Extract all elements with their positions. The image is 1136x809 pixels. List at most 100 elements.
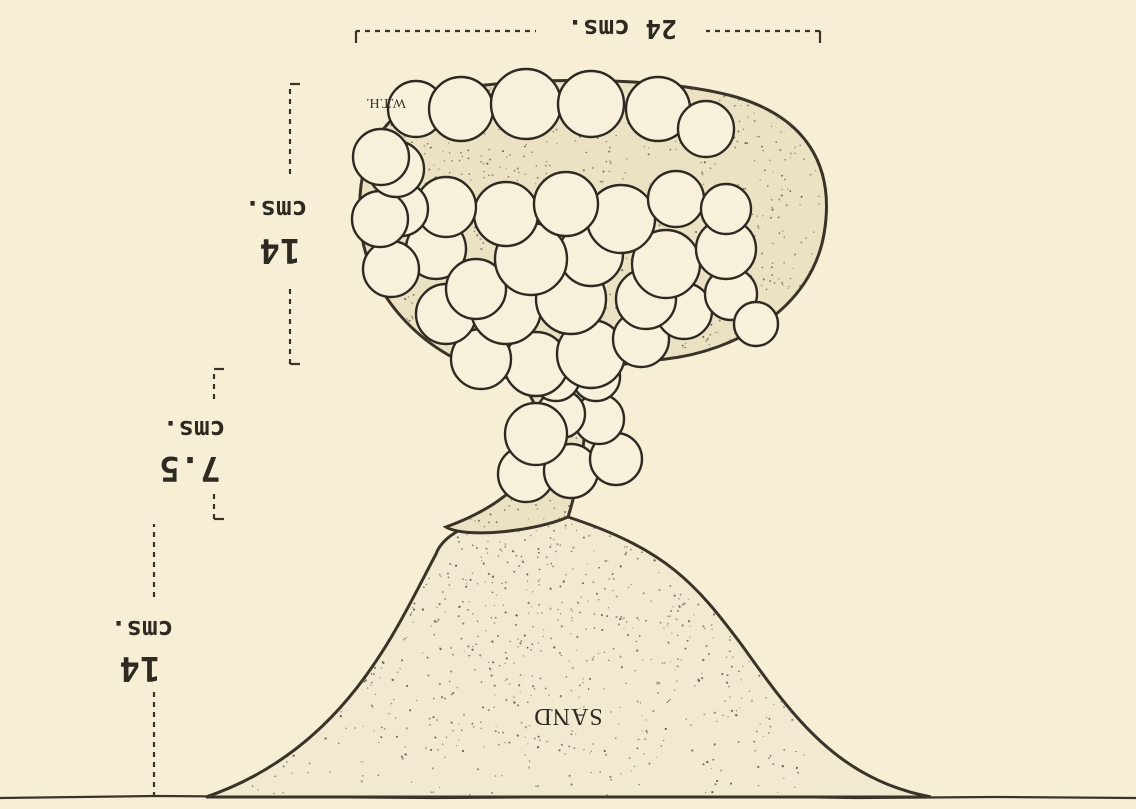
chamber-stipple-dot (715, 397, 716, 398)
chamber-stipple-dot (644, 146, 646, 148)
sand-stipple-dot (527, 701, 529, 703)
sand-stipple-dot (273, 562, 274, 563)
sand-stipple-dot (700, 524, 702, 526)
chamber-stipple-dot (432, 496, 434, 498)
chamber-stipple-dot (397, 346, 399, 348)
chamber-stipple-dot (737, 141, 739, 143)
sand-stipple-dot (411, 557, 413, 559)
sand-stipple-dot (332, 544, 334, 546)
chamber-stipple-dot (472, 465, 473, 466)
sand-stipple-dot (550, 563, 552, 565)
sand-stipple-dot (462, 750, 464, 752)
sand-stipple-dot (410, 614, 412, 616)
sand-stipple-dot (571, 730, 573, 732)
chamber-stipple-dot (480, 248, 482, 250)
sand-stipple-dot (548, 526, 550, 528)
neck-height-unit: cms. (163, 414, 226, 444)
sand-stipple-dot (525, 726, 527, 728)
sand-stipple-dot (698, 565, 700, 567)
chamber-stipple-dot (777, 460, 779, 462)
sand-stipple-dot (340, 540, 342, 542)
sand-stipple-dot (434, 620, 436, 622)
sand-stipple-dot (492, 592, 493, 593)
chamber-stipple-dot (782, 377, 784, 379)
sand-stipple-dot (273, 672, 275, 674)
chamber-stipple-dot (828, 223, 830, 225)
sand-stipple-dot (708, 511, 710, 513)
chamber-stipple-dot (602, 500, 603, 501)
chamber-stipple-dot (781, 322, 782, 323)
chamber-stipple-dot (391, 507, 393, 509)
chamber-stipple-dot (675, 387, 676, 388)
sand-stipple-dot (662, 662, 664, 664)
sand-stipple-dot (373, 566, 375, 568)
chamber-stipple-dot (743, 129, 744, 130)
chamber-stipple-dot (800, 339, 802, 341)
chamber-stipple-dot (810, 81, 811, 82)
sand-stipple-dot (314, 520, 316, 522)
chamber-stipple-dot (459, 160, 461, 162)
sand-stipple-dot (658, 572, 659, 573)
chamber-stipple-dot (374, 93, 376, 95)
sand-stipple-dot (705, 792, 706, 793)
chamber-stipple-dot (678, 466, 680, 468)
chamber-stipple-dot (700, 162, 702, 164)
sand-stipple-dot (492, 661, 494, 663)
chamber-stipple-dot (474, 231, 475, 232)
sand-stipple-dot (305, 672, 307, 674)
sand-stipple-dot (532, 675, 533, 676)
sand-stipple-dot (694, 556, 695, 557)
sand-stipple-dot (694, 685, 696, 687)
sand-stipple-dot (275, 675, 277, 677)
chamber-stipple-dot (701, 171, 703, 173)
sand-stipple-dot (307, 772, 309, 774)
chamber-stipple-dot (788, 306, 790, 308)
chamber-stipple-dot (455, 400, 457, 402)
rotated-figure-group: SAND W.T.H. 24 cms. 14 cms. 7.5 c (0, 13, 1136, 798)
sand-stipple-dot (357, 565, 359, 567)
sand-stipple-dot (472, 646, 474, 648)
chamber-stipple-dot (380, 500, 381, 501)
chamber-stipple-dot (756, 362, 758, 364)
sand-stipple-dot (253, 664, 255, 666)
chamber-stipple-dot (383, 519, 385, 521)
chamber-stipple-dot (366, 452, 367, 453)
sand-stipple-dot (529, 760, 531, 762)
chamber-stipple-dot (755, 465, 756, 466)
chamber-stipple-dot (681, 468, 683, 470)
sand-stipple-dot (260, 711, 261, 712)
chamber-stipple-dot (609, 293, 611, 295)
sand-stipple-dot (781, 577, 783, 579)
sand-stipple-dot (345, 727, 347, 729)
sand-stipple-dot (666, 625, 667, 626)
chamber-stipple-dot (377, 372, 379, 374)
chamber-stipple-dot (709, 334, 711, 336)
sand-stipple-dot (457, 687, 459, 689)
sand-stipple-dot (798, 690, 799, 691)
chamber-stipple-dot (759, 372, 760, 373)
sand-stipple-dot (801, 561, 803, 563)
chamber-stipple-dot (650, 435, 652, 437)
sand-stipple-dot (672, 606, 673, 607)
sand-stipple-dot (297, 704, 299, 706)
sand-stipple-dot (682, 604, 684, 606)
chamber-stipple-dot (411, 302, 412, 303)
sand-stipple-dot (770, 612, 772, 614)
chamber-stipple-dot (803, 398, 805, 400)
neck-height-dimension: 7.5 cms. (146, 369, 240, 519)
sand-stipple-dot (766, 532, 768, 534)
sand-stipple-dot (670, 661, 671, 662)
chamber-stipple-dot (601, 484, 603, 486)
sand-stipple-dot (488, 573, 490, 575)
sand-stipple-dot (307, 629, 309, 631)
sand-stipple-dot (701, 585, 703, 587)
chamber-stipple-dot (546, 161, 548, 163)
sand-stipple-dot (368, 576, 369, 577)
chamber-stipple-dot (410, 372, 412, 374)
chamber-stipple-dot (439, 353, 441, 355)
chamber-stipple-dot (486, 502, 487, 503)
chamber-stipple-dot (419, 381, 421, 383)
chamber-stipple-dot (630, 427, 632, 429)
sand-stipple-dot (802, 602, 804, 604)
chamber-stipple-dot (762, 481, 764, 483)
